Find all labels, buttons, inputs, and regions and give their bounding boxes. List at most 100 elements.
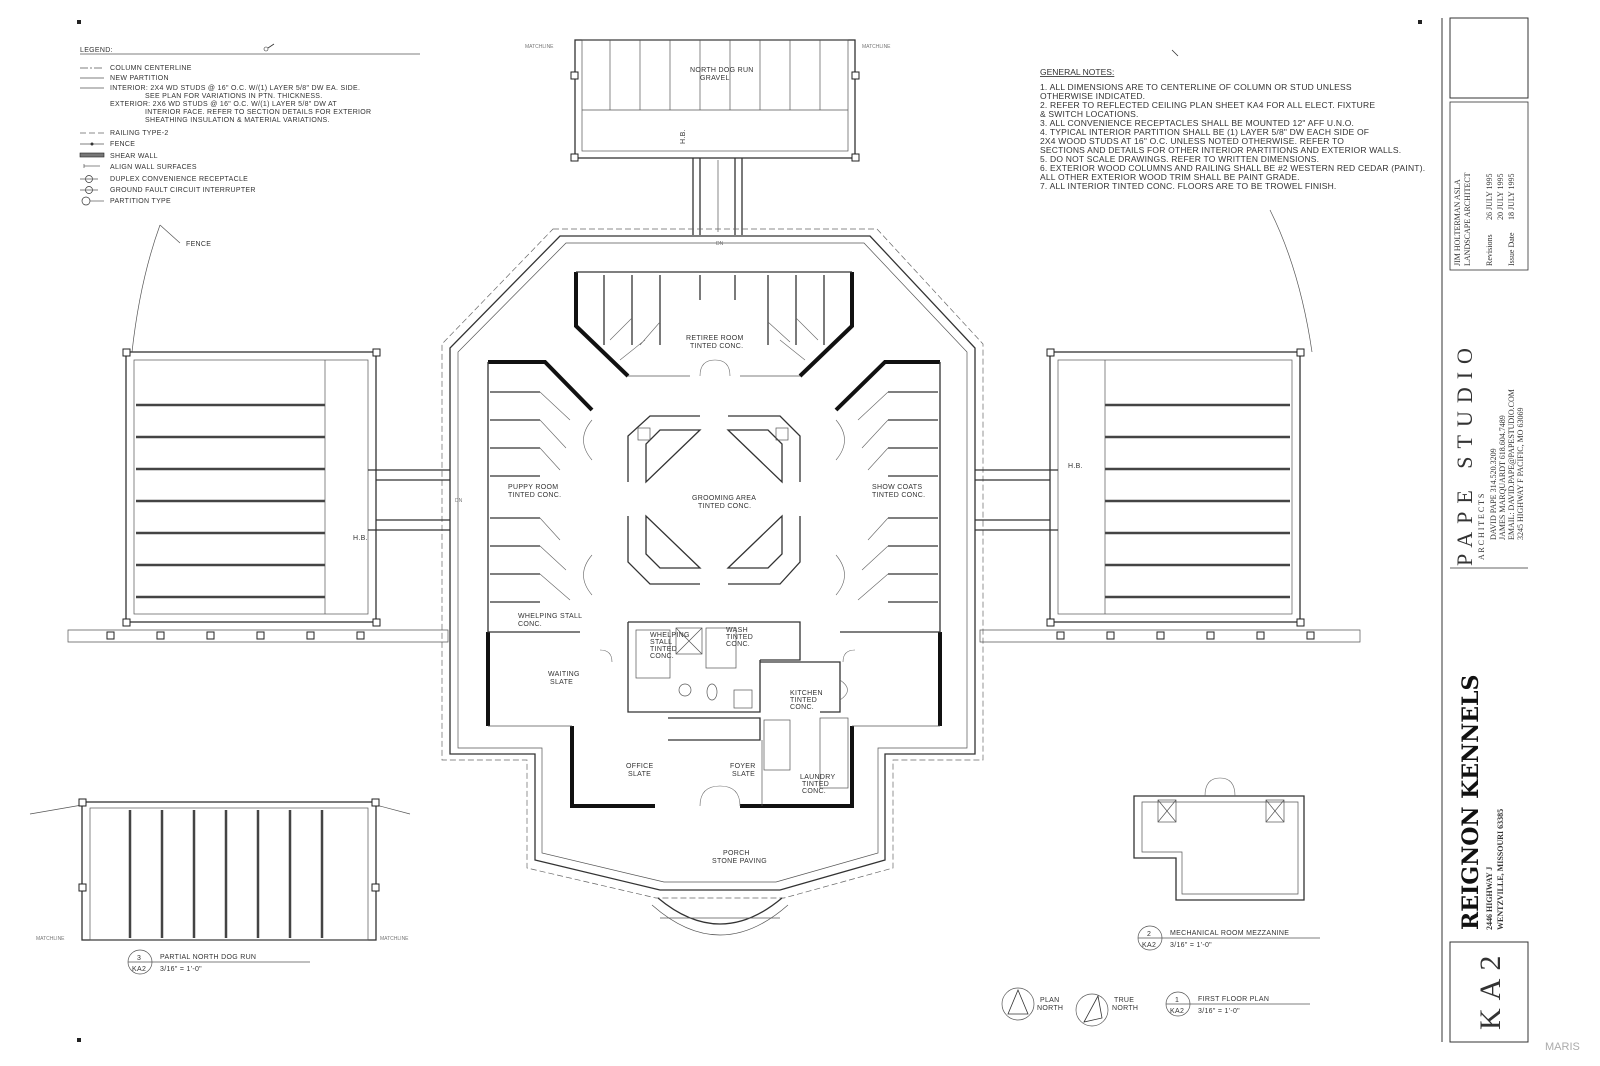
drawing-sheet-ref: KA2 [1170, 1008, 1184, 1015]
legend-item: RAILING TYPE-2 [110, 130, 169, 137]
room-label: SLATE [628, 771, 651, 778]
room-label: TINTED CONC. [698, 503, 751, 510]
general-notes-title: GENERAL NOTES: [1040, 67, 1114, 77]
north-label: NORTH [1112, 1005, 1138, 1012]
drawing-scale: 3/16" = 1'-0" [1198, 1008, 1240, 1015]
stair-dn-label: DN [716, 241, 724, 247]
grooming-area: GROOMING AREA TINTED CONC. [627, 415, 801, 585]
issue-date: 18 JULY 1995 [1507, 174, 1516, 220]
mechanical-mezzanine: 2 KA2 MECHANICAL ROOM MEZZANINE 3/16" = … [1133, 777, 1320, 951]
drawing-title: MECHANICAL ROOM MEZZANINE [1170, 930, 1289, 937]
legend-item: SHEAR WALL [110, 153, 158, 160]
retiree-room: RETIREE ROOM TINTED CONC. [574, 271, 854, 378]
north-label: PLAN [1040, 997, 1060, 1004]
fence-arc-east [1269, 209, 1313, 353]
note-line: 7. ALL INTERIOR TINTED CONC. FLOORS ARE … [1040, 181, 1337, 191]
room-label: CONC. [518, 621, 542, 628]
legend-item: FENCE [110, 141, 135, 148]
legend-item: SHEATHING INSULATION & MATERIAL VARIATIO… [145, 117, 330, 124]
drawing-title: FIRST FLOOR PLAN [1198, 996, 1269, 1003]
room-label: STONE PAVING [712, 858, 767, 865]
note-line: 2. REFER TO REFLECTED CEILING PLAN SHEET… [1040, 100, 1375, 110]
drawing-scale: 3/16" = 1'-0" [1170, 942, 1212, 949]
lower-rooms: WAITING SLATE OFFICE SLATE FOYER SLATE L… [488, 671, 940, 865]
run-posts [106, 348, 1315, 640]
first-floor-plan-title: 1 KA2 FIRST FLOOR PLAN 3/16" = 1'-0" [1165, 991, 1310, 1017]
building-exterior [441, 228, 984, 936]
firm-name: PAPE STUDIO [1452, 340, 1477, 566]
issue-date-label: Issue Date [1507, 232, 1516, 266]
drawing-number: 2 [1147, 931, 1151, 938]
legend-item: SEE PLAN FOR VARIATIONS IN PTN. THICKNES… [145, 93, 323, 100]
matchline-label: MATCHLINE [36, 936, 65, 942]
general-notes: GENERAL NOTES: 1. ALL DIMENSIONS ARE TO … [1040, 67, 1425, 191]
room-label: SHOW COATS [872, 484, 922, 491]
note-line: SECTIONS AND DETAILS FOR OTHER INTERIOR … [1040, 145, 1401, 155]
legend-title: LEGEND: [80, 47, 113, 54]
consultant-name: LANDSCAPE ARCHITECT [1463, 172, 1472, 266]
room-label: TINTED CONC. [690, 343, 743, 350]
plan-north-icon [1007, 988, 1029, 1015]
room-label: TINTED [802, 781, 829, 788]
room-label: SLATE [550, 679, 573, 686]
room-label: CONC. [726, 641, 750, 648]
room-label: CONC. [802, 788, 826, 795]
revision-date: 20 JULY 1995 [1496, 174, 1505, 220]
room-label: WHELPING STALL [518, 613, 582, 620]
legend-item: INTERIOR FACE. REFER TO SECTION DETAILS … [145, 109, 371, 116]
note-line: ALL OTHER EXTERIOR WOOD TRIM SHALL BE PA… [1040, 172, 1300, 182]
logo-box [1449, 17, 1529, 99]
show-coats-room: SHOW COATS TINTED CONC. [834, 360, 942, 726]
room-label: TINTED [650, 646, 677, 653]
title-block: JIM HOLTERMAN ASLA LANDSCAPE ARCHITECT R… [1441, 17, 1529, 1043]
room-label: TINTED CONC. [872, 492, 925, 499]
legend-item: INTERIOR: 2X4 WD STUDS @ 16" O.C. W/(1) … [110, 85, 360, 92]
room-label: TINTED CONC. [508, 492, 561, 499]
firm-contact: EMAIL: DAVID.PAPE@PAPESTUDIO.COM [1507, 389, 1516, 540]
room-label: CONC. [650, 653, 674, 660]
project-address: 2446 HIGHWAY J [1485, 867, 1494, 930]
room-label: TINTED [726, 634, 753, 641]
firm-contact: 3245 HIGHWAY F PACIFIC, MO 63069 [1516, 408, 1525, 540]
room-label: CONC. [790, 704, 814, 711]
hose-bib-label: H.B. [1068, 463, 1083, 470]
note-line: & SWITCH LOCATIONS. [1040, 109, 1139, 119]
note-line: OTHERWISE INDICATED. [1040, 91, 1145, 101]
firm-contact: DAVID PAPE 314.520.3209 [1489, 448, 1498, 540]
revision-date: 26 JULY 1995 [1485, 174, 1494, 220]
drawing-sheet-ref: KA2 [1142, 942, 1156, 949]
room-label: FOYER [730, 763, 756, 770]
service-core: WHELPING STALL TINTED CONC. WASH TINTED … [599, 621, 856, 789]
north-dog-run: NORTH DOG RUN GRAVEL MATCHLINE MATCHLINE… [525, 39, 891, 247]
room-label: GRAVEL [700, 75, 730, 82]
fence-arc-west [131, 224, 161, 353]
note-line: 5. DO NOT SCALE DRAWINGS. REFER TO WRITT… [1040, 154, 1319, 164]
note-line: 1. ALL DIMENSIONS ARE TO CENTERLINE OF C… [1040, 82, 1352, 92]
room-label: TINTED [790, 697, 817, 704]
sheet-number: KA2 [1474, 948, 1507, 1030]
matchline-label: MATCHLINE [525, 44, 554, 50]
legend-item: GROUND FAULT CIRCUIT INTERRUPTER [110, 187, 256, 194]
legend-item: EXTERIOR: 2X6 WD STUDS @ 16" O.C. W/(1) … [110, 101, 337, 108]
watermark: MARIS [1545, 1041, 1580, 1053]
firm-subtitle: A R C H I T E C T S [1477, 494, 1486, 560]
drawing-number: 3 [137, 955, 141, 962]
room-label: KITCHEN [790, 690, 823, 697]
matchline-label: MATCHLINE [380, 936, 409, 942]
fence-label: FENCE [186, 241, 211, 248]
project-address: WENTZVILLE, MISSOURI 63385 [1496, 809, 1505, 930]
drawing-title: PARTIAL NORTH DOG RUN [160, 954, 256, 961]
note-line: 6. EXTERIOR WOOD COLUMNS AND RAILING SHA… [1040, 163, 1425, 173]
room-label: LAUNDRY [800, 774, 835, 781]
puppy-room: PUPPY ROOM TINTED CONC. WHELPING STALL C… [486, 360, 594, 726]
room-label: OFFICE [626, 763, 653, 770]
room-label: RETIREE ROOM [686, 335, 744, 342]
room-label: WAITING [548, 671, 580, 678]
partial-north-dog-run: MATCHLINE MATCHLINE 3 KA2 PARTIAL NORTH … [29, 798, 411, 975]
note-line: 2X4 WOOD STUDS AT 16" O.C. UNLESS NOTED … [1040, 136, 1344, 146]
legend-item: DUPLEX CONVENIENCE RECEPTACLE [110, 176, 248, 183]
partition-type-icon [81, 196, 91, 206]
true-north-icon [1083, 994, 1103, 1023]
corner-mark [77, 1038, 81, 1042]
